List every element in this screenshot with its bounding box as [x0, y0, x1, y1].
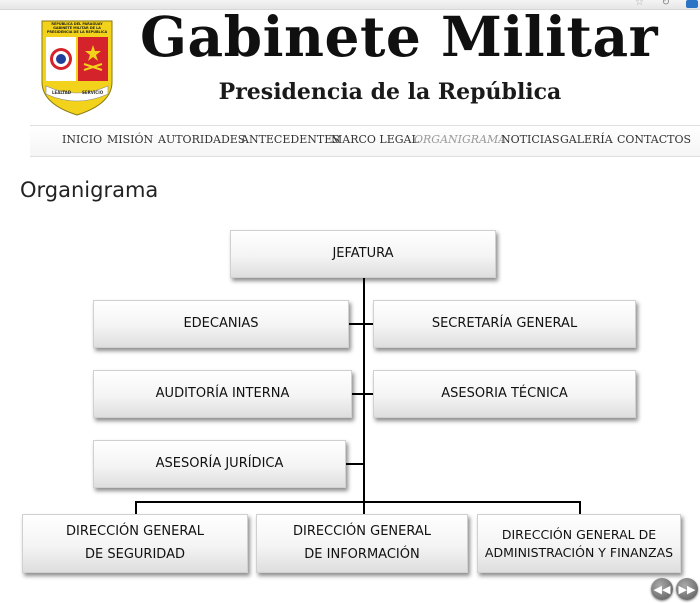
shield-emblem-icon [41, 20, 113, 116]
org-label-informacion-line2: DE INFORMACIÓN [304, 546, 420, 562]
org-label-asesoria-juridica: ASESORÍA JURÍDICA [155, 455, 284, 471]
org-label-administracion-line1: DIRECCIÓN GENERAL DE [501, 527, 657, 542]
org-box-secretaria-general[interactable]: SECRETARÍA GENERAL [373, 300, 636, 348]
org-label-auditoria-interna: AUDITORÍA INTERNA [155, 385, 290, 401]
org-box-direccion-administracion[interactable]: DIRECCIÓN GENERAL DE ADMINISTRACIÓN Y FI… [477, 514, 681, 573]
org-label-edecanias: EDECANIAS [183, 315, 259, 331]
logo-motto-left: LEALTAD [52, 90, 72, 95]
reload-icon[interactable]: ↻ [661, 0, 670, 8]
star-icon[interactable]: ☆ [635, 0, 644, 8]
logo-motto-right: SERVICIO [82, 90, 104, 95]
site-title: Gabinete Militar [140, 4, 659, 69]
org-box-auditoria-interna[interactable]: AUDITORÍA INTERNA [93, 370, 352, 418]
org-label-seguridad-line2: DE SEGURIDAD [85, 546, 185, 562]
fast-forward-icon[interactable]: ▶▶ [676, 578, 698, 600]
nav-item-autoridades[interactable]: AUTORIDADES [158, 133, 246, 146]
nav-item-organigrama[interactable]: ORGANIGRAMA [414, 133, 507, 146]
rewind-icon[interactable]: ◀◀ [651, 578, 673, 600]
org-label-administracion-line2: ADMINISTRACIÓN Y FINANZAS [484, 544, 674, 560]
browser-toolbar-strip: ☆ ↻ [0, 0, 700, 10]
main-nav: INICIO MISIÓN AUTORIDADES ANTECEDENTES M… [30, 125, 700, 157]
browser-tab-icon[interactable] [686, 0, 698, 8]
nav-item-antecedentes[interactable]: ANTECEDENTES [241, 133, 340, 146]
org-box-direccion-seguridad[interactable]: DIRECCIÓN GENERAL DE SEGURIDAD [22, 514, 248, 573]
org-label-informacion-line1: DIRECCIÓN GENERAL [292, 524, 432, 540]
org-box-asesoria-tecnica[interactable]: ASESORIA TÉCNICA [373, 370, 636, 418]
org-label-secretaria-general: SECRETARÍA GENERAL [431, 315, 578, 331]
page-title: Organigrama [20, 178, 159, 202]
logo-top-text: REPÚBLICA DEL PARAGUAY GABINETE MILITAR … [46, 22, 108, 34]
nav-item-mision[interactable]: MISIÓN [107, 133, 154, 146]
org-box-jefatura[interactable]: JEFATURA [230, 230, 496, 278]
nav-item-galeria[interactable]: GALERÍA [560, 133, 613, 146]
nav-item-contactos[interactable]: CONTACTOS [617, 133, 692, 146]
nav-item-noticias[interactable]: NOTICIAS [501, 133, 560, 146]
org-box-asesoria-juridica[interactable]: ASESORÍA JURÍDICA [93, 440, 346, 488]
org-box-edecanias[interactable]: EDECANIAS [93, 300, 349, 348]
nav-item-marco-legal[interactable]: MARCO LEGAL [331, 133, 419, 146]
nav-item-inicio[interactable]: INICIO [62, 133, 103, 146]
org-label-jefatura: JEFATURA [332, 245, 394, 261]
org-label-seguridad-line1: DIRECCIÓN GENERAL [65, 524, 205, 540]
site-logo[interactable]: REPÚBLICA DEL PARAGUAY GABINETE MILITAR … [40, 20, 114, 116]
org-label-asesoria-tecnica: ASESORIA TÉCNICA [441, 385, 568, 401]
site-subtitle: Presidencia de la República [218, 79, 562, 105]
org-box-direccion-informacion[interactable]: DIRECCIÓN GENERAL DE INFORMACIÓN [256, 514, 468, 573]
